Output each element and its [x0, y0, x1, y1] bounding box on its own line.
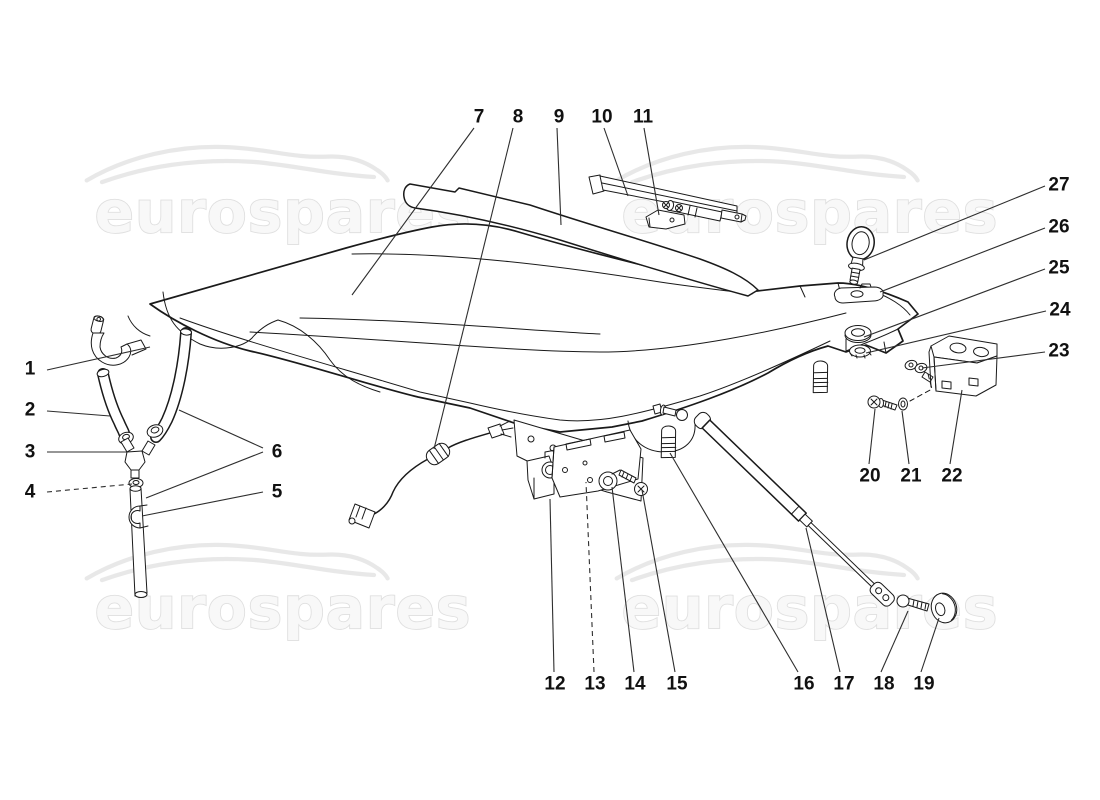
- hood-panel: [127, 223, 919, 453]
- lock-plate: [833, 283, 884, 304]
- release-cable: [348, 420, 514, 529]
- y-connector: [120, 437, 156, 479]
- lock-knob: [846, 226, 875, 285]
- part-number-21: 21: [900, 466, 922, 487]
- leader-line-7: [351, 127, 475, 296]
- car-silhouette-icon: [617, 147, 918, 182]
- part-number-5: 5: [272, 482, 283, 503]
- part-number-2: 2: [25, 400, 36, 421]
- hinge-bolt: [598, 469, 621, 491]
- hinge-screw: [618, 469, 648, 496]
- part-number-24: 24: [1049, 300, 1071, 321]
- screw-20: [867, 395, 898, 411]
- leader-line-15: [641, 489, 676, 673]
- part-number-3: 3: [25, 442, 36, 463]
- leader-line-6: [178, 409, 264, 449]
- threaded-stud: [660, 425, 677, 459]
- drain-hose-right: [146, 327, 192, 443]
- part-number-11: 11: [633, 107, 654, 128]
- part-number-16: 16: [793, 674, 814, 695]
- part-number-17: 17: [833, 674, 854, 695]
- leader-line-8: [433, 127, 514, 450]
- leader-line-2: [46, 410, 111, 417]
- leader-line-20: [868, 408, 876, 465]
- leader-line-18: [880, 610, 909, 673]
- drain-tube: [129, 485, 148, 598]
- leader-line-26: [879, 227, 1046, 293]
- leader-line-12: [549, 498, 555, 673]
- ball-stud: [896, 594, 930, 612]
- threaded-stud-2: [812, 360, 829, 394]
- washer-25: [844, 325, 872, 343]
- part-number-15: 15: [666, 674, 688, 695]
- part-number-27: 27: [1048, 175, 1069, 196]
- leader-line-10: [603, 127, 629, 197]
- grommet-ring: [128, 478, 144, 488]
- drain-hose-left: [96, 368, 134, 445]
- part-number-9: 9: [554, 107, 565, 128]
- leader-line-27: [863, 185, 1046, 261]
- part-number-25: 25: [1048, 258, 1070, 279]
- part-number-1: 1: [25, 359, 36, 380]
- leader-line-5: [141, 491, 264, 517]
- hood-hook: [90, 315, 147, 366]
- leader-line-4: [46, 483, 133, 493]
- buffer-disc: [930, 592, 958, 624]
- part-number-4: 4: [25, 482, 36, 503]
- part-number-8: 8: [513, 107, 524, 128]
- leader-line-23: [921, 351, 1046, 369]
- cable-fork-terminal: [487, 423, 505, 439]
- leader-line-11: [643, 127, 660, 216]
- keeper-clip: [904, 359, 934, 383]
- part-number-14: 14: [624, 674, 646, 695]
- leader-line-1: [46, 346, 151, 371]
- washer-24: [849, 344, 872, 359]
- part-number-26: 26: [1048, 217, 1069, 238]
- part-number-12: 12: [544, 674, 565, 695]
- part-number-10: 10: [591, 107, 612, 128]
- part-number-19: 19: [913, 674, 934, 695]
- part-number-7: 7: [474, 107, 485, 128]
- leader-line-25: [863, 268, 1046, 338]
- leader-line-24: [865, 310, 1047, 354]
- leader-line-22: [949, 389, 963, 465]
- gas-strut: [693, 411, 895, 607]
- leader-line-13: [585, 481, 595, 673]
- strut-ball-pin: [652, 403, 688, 421]
- leader-line-19: [920, 617, 940, 673]
- leader-line-9: [556, 127, 562, 226]
- leader-line-14: [611, 486, 635, 673]
- part-number-20: 20: [859, 466, 880, 487]
- cable-grommet: [425, 442, 451, 466]
- leader-line-21: [901, 410, 910, 465]
- lock-bracket: [909, 335, 998, 402]
- part-number-13: 13: [584, 674, 605, 695]
- leader-line-6: [145, 451, 264, 499]
- part-number-22: 22: [941, 466, 962, 487]
- watermark-text-3: eurospares: [95, 574, 472, 642]
- leader-line-16: [669, 452, 799, 673]
- cable-plug: [348, 503, 376, 529]
- part-number-18: 18: [873, 674, 894, 695]
- leader-line-17: [805, 527, 841, 673]
- hinge-plate: [551, 429, 642, 498]
- part-number-6: 6: [272, 442, 283, 463]
- tube-clip: [128, 504, 149, 529]
- washer-21: [898, 397, 908, 411]
- car-silhouette-icon: [87, 147, 388, 182]
- part-number-23: 23: [1048, 341, 1069, 362]
